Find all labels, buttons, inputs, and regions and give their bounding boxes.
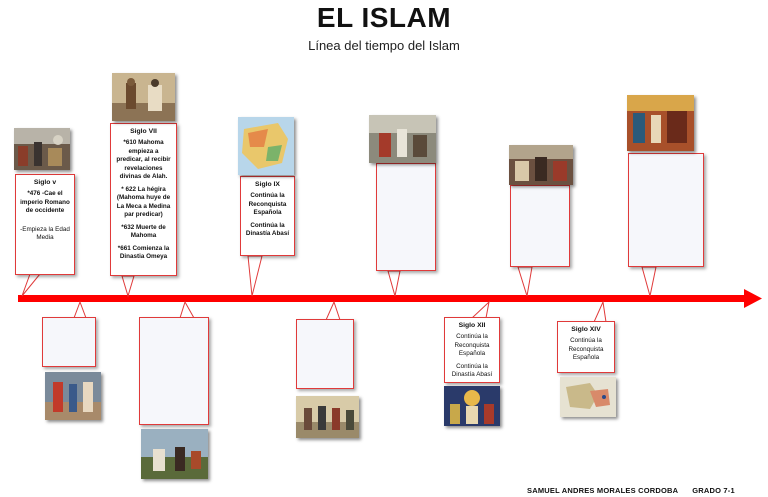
event-siglo-vii-heading: Siglo VII: [130, 128, 157, 135]
connector-siglo-vii: [121, 275, 135, 298]
event-box-upper-4: [376, 163, 436, 271]
footer-grade: GRADO 7-1: [692, 486, 735, 495]
event-box-upper-5: [510, 185, 570, 267]
event-siglo-vii-item-2: * 622 La hégira (Mahoma huye de La Meca …: [116, 185, 171, 219]
connector-siglo-xii: [470, 300, 490, 319]
event-siglo-vii-item-1: *610 Mahoma empieza a predicar, al recib…: [116, 139, 171, 181]
page-subtitle: Línea del tiempo del Islam: [308, 38, 460, 53]
map-siglo-xiv: [560, 377, 616, 417]
event-siglo-ix-heading: Siglo IX: [255, 181, 280, 188]
connector-lower-3: [325, 300, 341, 321]
painting-lower-2: [141, 429, 208, 479]
event-box-lower-3: [296, 319, 354, 389]
event-siglo-ix-item-1: Continúa la Reconquista Española: [248, 192, 287, 217]
page-title: EL ISLAM: [316, 2, 452, 33]
event-siglo-xii-heading: Siglo XII: [458, 322, 486, 329]
connector-upper-6: [641, 266, 657, 297]
timeline-arrowhead: [744, 289, 762, 308]
event-siglo-vii-box: Siglo VII *610 Mahoma empieza a predicar…: [110, 123, 177, 276]
event-siglo-xii-item-2: Continúa la Dinastía Abasí: [451, 362, 493, 379]
event-box-lower-2: [139, 317, 209, 425]
connector-siglo-xiv: [593, 300, 607, 323]
footer-author: SAMUEL ANDRES MORALES CORDOBA: [527, 486, 679, 495]
timeline-bar: [18, 295, 748, 302]
event-siglo-xii-box: Siglo XII Continúa la Reconquista Españo…: [444, 317, 500, 383]
painting-upper-6: [627, 95, 694, 151]
connector-lower-2: [179, 300, 195, 319]
event-siglo-v-item-2: -Empieza la Edad Media: [20, 225, 70, 242]
event-siglo-v-heading: Siglo v: [33, 179, 57, 186]
connector-lower-1: [73, 300, 87, 319]
event-siglo-xii-item-1: Continúa la Reconquista Española: [454, 333, 490, 358]
painting-siglo-v: [14, 128, 70, 170]
painting-siglo-vii: [112, 73, 175, 121]
event-siglo-v-item-1: *476 -Cae el imperio Romano de occidente: [20, 190, 70, 215]
painting-upper-4: [369, 115, 436, 163]
event-siglo-v-box: Siglo v *476 -Cae el imperio Romano de o…: [15, 174, 75, 275]
event-siglo-xiv-item-1: Continúa la Reconquista Española: [568, 337, 604, 362]
event-siglo-xiv-heading: Siglo XIV: [571, 326, 601, 333]
connector-upper-4: [387, 270, 401, 297]
painting-siglo-xii: [444, 386, 500, 426]
connector-siglo-v: [21, 273, 42, 297]
event-siglo-xiv-box: Siglo XIV Continúa la Reconquista Españo…: [557, 321, 615, 373]
event-box-upper-6: [628, 153, 704, 267]
event-siglo-ix-box: Siglo IX Continúa la Reconquista Español…: [240, 176, 295, 256]
event-siglo-vii-item-3: *632 Muerte de Mahoma: [121, 223, 166, 240]
event-siglo-ix-item-2: Continúa la Dinastía Abasí: [245, 221, 290, 238]
painting-lower-1: [45, 372, 101, 420]
painting-upper-5: [509, 145, 573, 185]
connector-upper-5: [517, 266, 533, 297]
event-siglo-vii-item-4: *661 Comienza la Dinastia Omeya: [117, 244, 170, 261]
map-siglo-ix: [238, 117, 294, 175]
event-box-lower-1: [42, 317, 96, 367]
connector-siglo-ix: [247, 255, 263, 297]
footer: SAMUEL ANDRES MORALES CORDOBA GRADO 7-1: [527, 486, 735, 495]
painting-lower-3: [296, 396, 359, 438]
